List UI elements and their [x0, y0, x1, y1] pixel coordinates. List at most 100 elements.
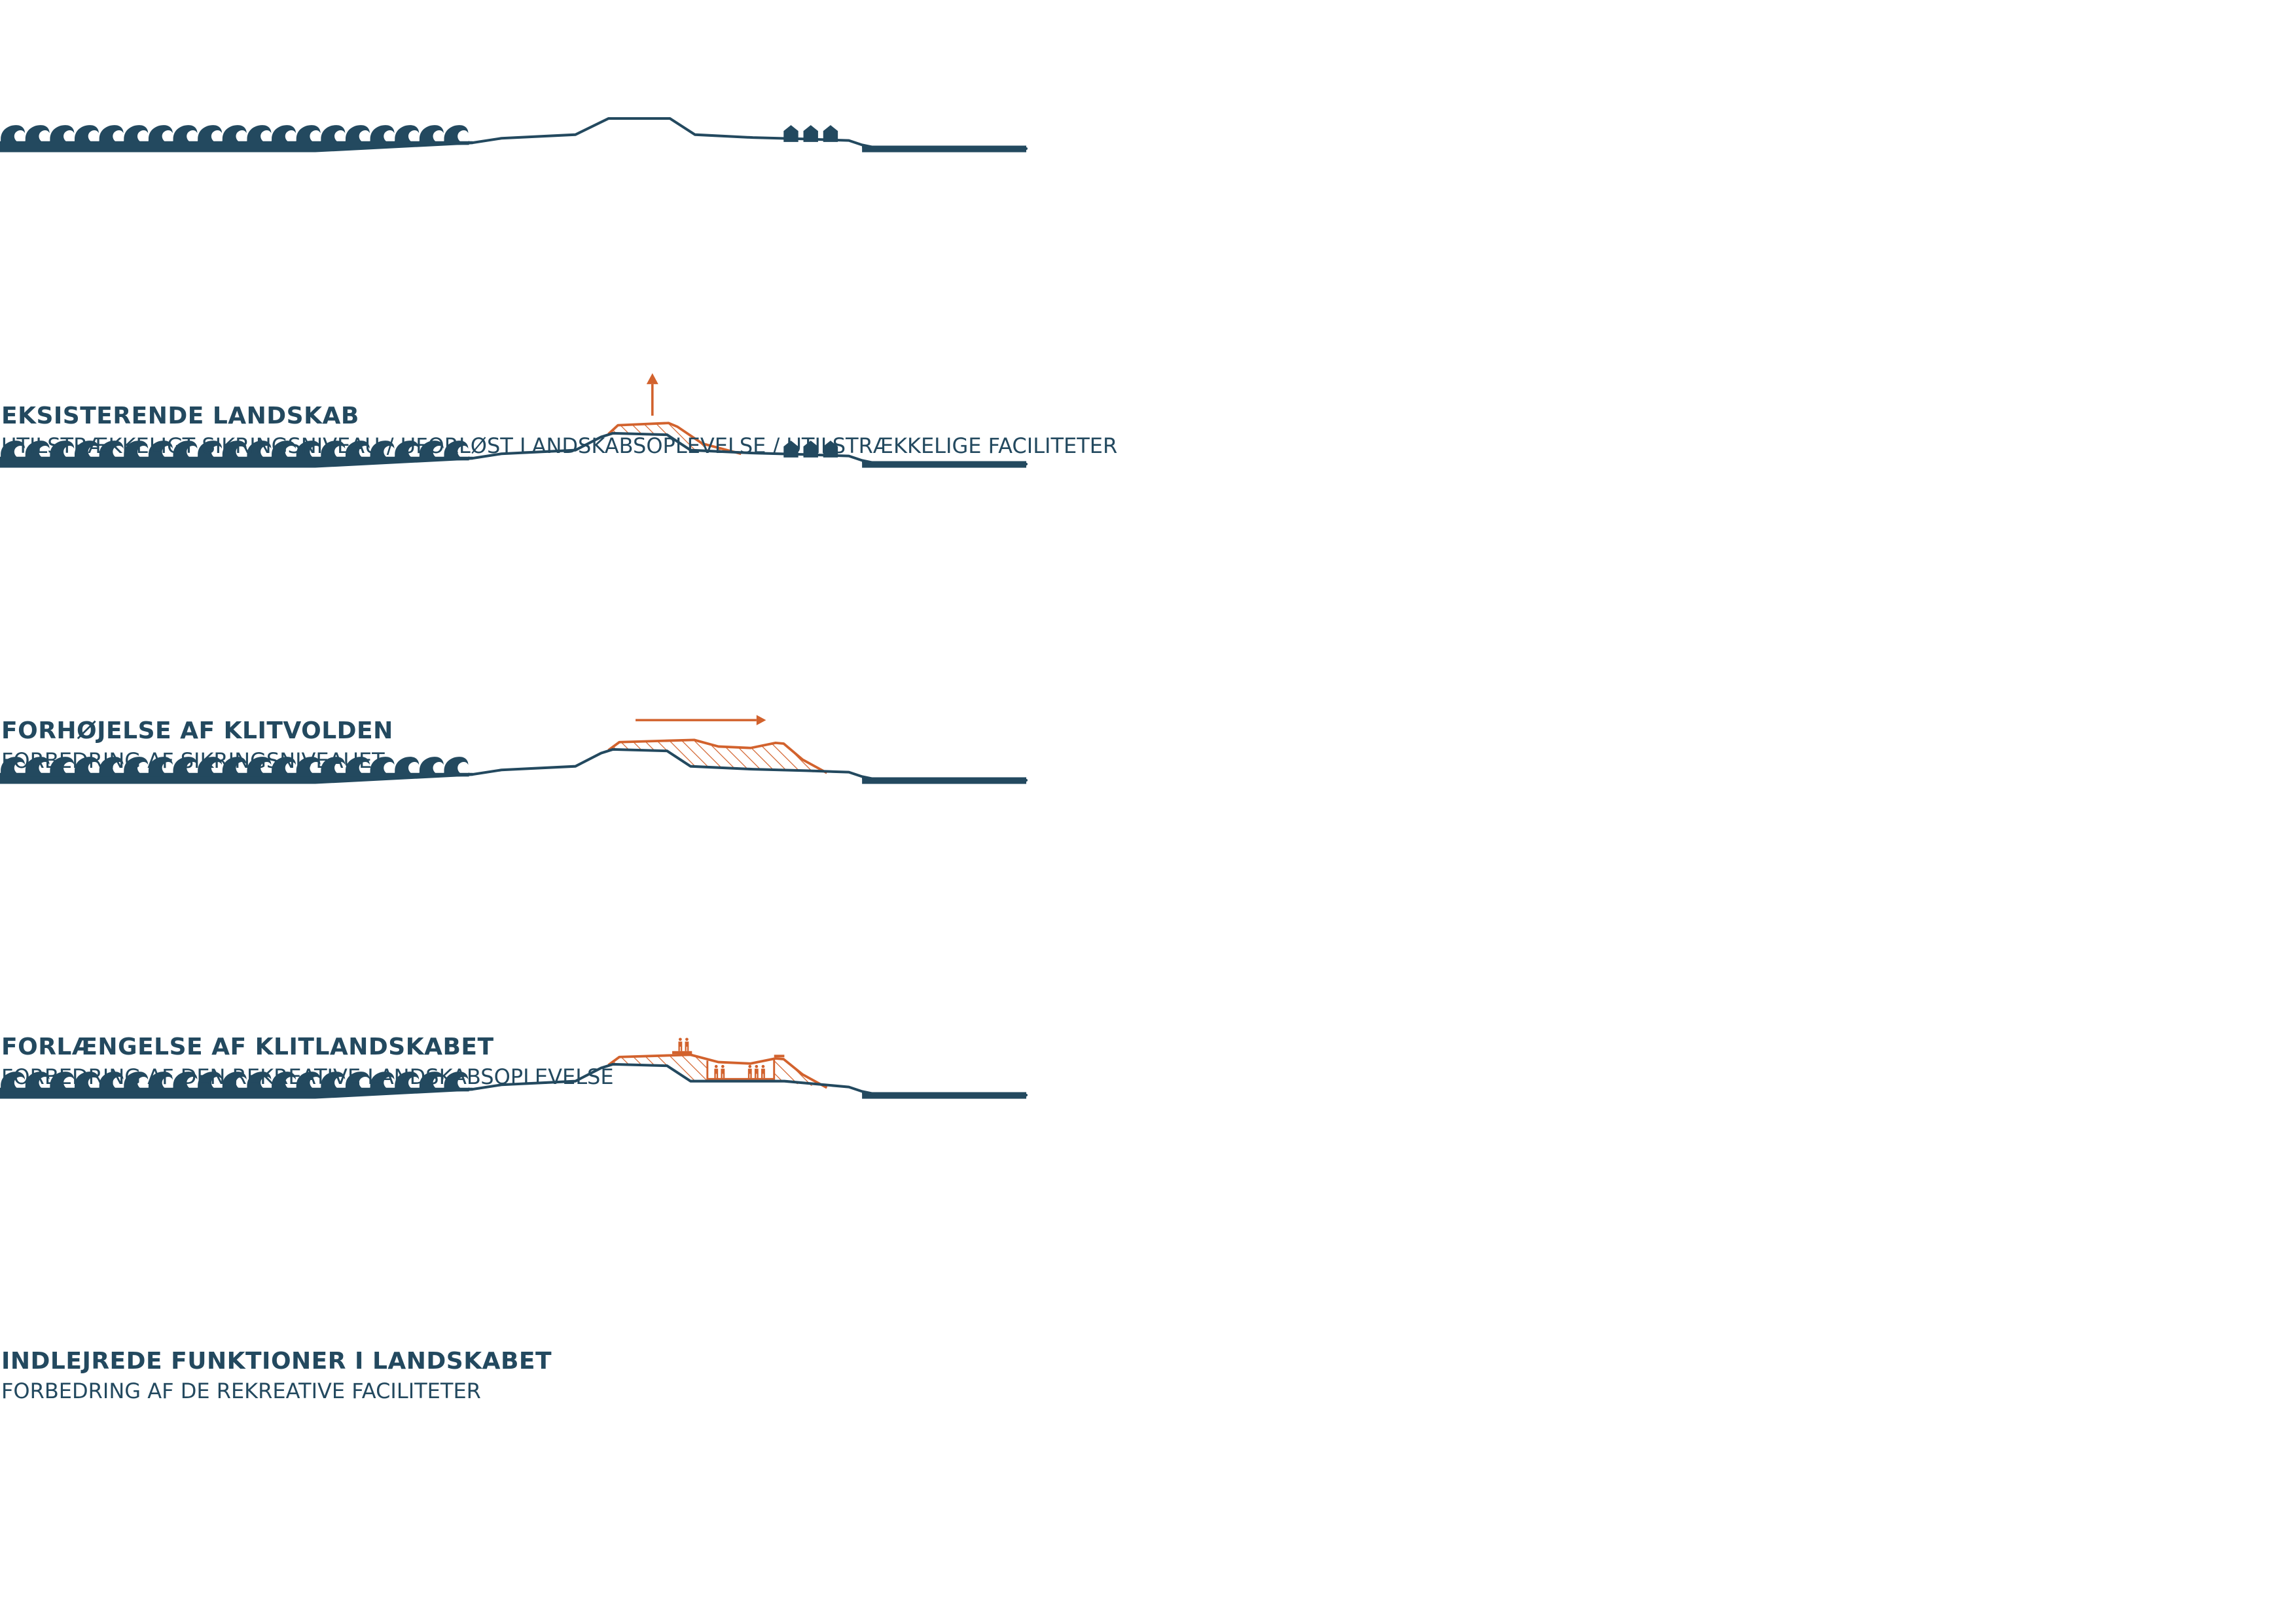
house-icon [823, 441, 838, 458]
wave-icon [419, 757, 444, 777]
wave-icon [247, 125, 272, 145]
wave-icon [198, 441, 223, 461]
scenario-subtitle: FORBEDRING AF SIKRINGSNIVEAUET [1, 748, 385, 773]
wave-icon [148, 441, 173, 461]
wave-icon [296, 1072, 321, 1092]
wave-icon [25, 441, 50, 461]
house-icon [803, 125, 818, 142]
wave-icon [345, 441, 371, 461]
wave-icon [148, 757, 173, 777]
ground-profile [471, 431, 1028, 465]
scenario-caption-embedded: INDLEJREDE FUNKTIONER I LANDSKABET FORBE… [1, 1347, 1572, 1405]
wave-icon [75, 1072, 100, 1092]
wave-icon [321, 1072, 346, 1092]
section-existing [0, 117, 1028, 153]
wave-icon [272, 441, 297, 461]
house-icon [823, 125, 838, 142]
scenario-title: FORHØJELSE AF KLITVOLDEN [1, 717, 393, 744]
wave-icon [321, 757, 346, 777]
scenario-subtitle: FORBEDRING AF DEN REKREATIVE LANDSKABSOP… [1, 1064, 614, 1089]
wave-icon [50, 757, 75, 777]
raised-dune-outline [607, 422, 742, 456]
wave-icon [222, 441, 247, 461]
wave-icon [419, 441, 444, 461]
wave-icon [395, 125, 420, 145]
wave-icon [444, 1072, 469, 1092]
wave-icon [370, 441, 395, 461]
wave-icon [419, 125, 444, 145]
scenario-caption-existing: EKSISTERENDE LANDSKAB UTILSTRÆKKELIGT SI… [1, 402, 1572, 460]
wave-icon [247, 1072, 272, 1092]
wave-icon [370, 125, 395, 145]
wave-icon [1, 441, 26, 461]
wave-icon [148, 125, 173, 145]
wave-icon [395, 441, 420, 461]
inland-water-edge [862, 1092, 872, 1094]
wave-icon [124, 757, 149, 777]
person-icon [685, 1038, 689, 1051]
arrow-up-icon [646, 373, 658, 416]
wave-icon [99, 1072, 124, 1092]
house-icon [783, 441, 798, 458]
scenario-title: EKSISTERENDE LANDSKAB [1, 403, 359, 429]
wave-icon [345, 1072, 371, 1092]
wave-icon [99, 125, 124, 145]
wave-icon [222, 757, 247, 777]
wave-icon [395, 757, 420, 777]
wave-icon [50, 1072, 75, 1092]
extended-dune-fill [608, 740, 827, 773]
section-extended [0, 715, 1028, 784]
wave-icon [75, 441, 100, 461]
wave-icon [148, 1072, 173, 1092]
scenario-caption-raised: FORHØJELSE AF KLITVOLDEN FORBEDRING AF S… [1, 717, 1572, 774]
wave-icon [296, 757, 321, 777]
wave-icon [272, 125, 297, 145]
embedded-roof-outline [607, 1053, 828, 1089]
person-icon [714, 1064, 719, 1079]
ground-profile [471, 1062, 1028, 1096]
arrow-right-icon [636, 715, 766, 725]
scenario-caption-extended: FORLÆNGELSE AF KLITLANDSKABET FORBEDRING… [1, 1033, 1572, 1091]
wave-icon [50, 441, 75, 461]
wave-icon [25, 1072, 50, 1092]
scenario-title: INDLEJREDE FUNKTIONER I LANDSKABET [1, 1348, 552, 1375]
wave-icon [247, 757, 272, 777]
wave-icon [75, 125, 100, 145]
wave-icon [370, 1072, 395, 1092]
wave-icon [272, 1072, 297, 1092]
wave-icon [173, 125, 198, 145]
wave-icon [222, 1072, 247, 1092]
wave-icon [198, 125, 223, 145]
person-icon [721, 1064, 725, 1079]
wave-icon [198, 757, 223, 777]
wave-icon [50, 125, 75, 145]
wave-icon [444, 441, 469, 461]
wave-icon [247, 441, 272, 461]
wave-icon [124, 125, 149, 145]
person-icon [754, 1064, 759, 1079]
wave-icon [124, 441, 149, 461]
wave-icon [25, 125, 50, 145]
wave-icon [99, 441, 124, 461]
ground-profile [471, 748, 1028, 782]
wave-icon [173, 441, 198, 461]
wave-icon [25, 757, 50, 777]
scenario-subtitle: UTILSTRÆKKELIGT SIKRINGSNIVEAU / UFORLØS… [1, 433, 1118, 458]
ground-profile [471, 117, 1028, 150]
wave-icon [296, 441, 321, 461]
person-icon [678, 1038, 683, 1051]
house-icon [803, 441, 818, 458]
wave-icon [370, 757, 395, 777]
wave-icon [395, 1072, 420, 1092]
wave-icon [173, 1072, 198, 1092]
wave-icon [1, 1072, 26, 1092]
wave-icon [75, 757, 100, 777]
scenario-title: FORLÆNGELSE AF KLITLANDSKABET [1, 1034, 494, 1060]
section-embedded [0, 1038, 1028, 1099]
wave-icon [1, 757, 26, 777]
pavilion-frame [706, 1059, 776, 1080]
person-icon [761, 1064, 765, 1079]
person-icon [747, 1064, 752, 1079]
wave-icon [444, 757, 469, 777]
